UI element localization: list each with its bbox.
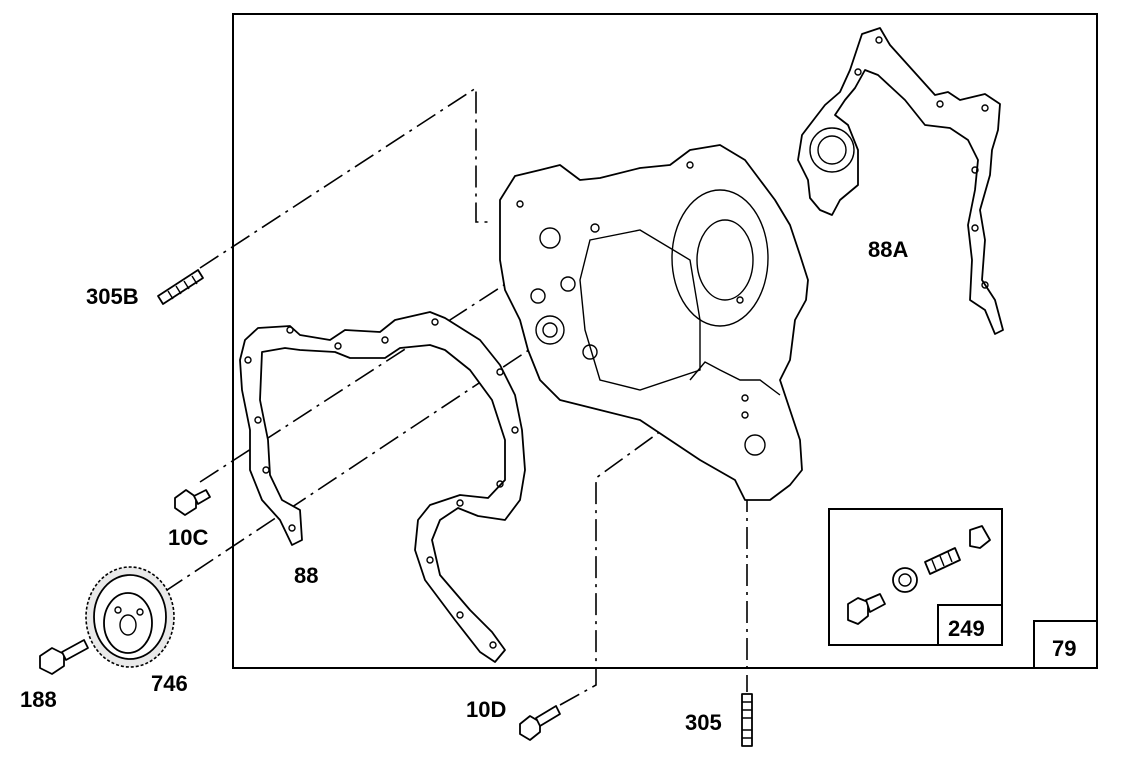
callout-10D: 10D <box>466 697 507 722</box>
page-ref-79: 79 <box>1052 636 1077 661</box>
callout-249: 249 <box>948 616 985 641</box>
callout-188: 188 <box>20 687 57 712</box>
stud-305 <box>741 693 753 747</box>
callout-10C: 10C <box>168 525 209 550</box>
callout-88A: 88A <box>868 237 909 262</box>
callout-305B: 305B <box>86 284 139 309</box>
stud-305B <box>157 269 204 305</box>
callout-305: 305 <box>685 710 722 735</box>
main-frame <box>232 13 1098 669</box>
callout-88: 88 <box>294 563 319 588</box>
bolt-10D <box>519 705 561 741</box>
callout-746: 746 <box>151 671 188 696</box>
bolt-10C <box>174 489 211 516</box>
bolt-188 <box>39 639 89 675</box>
inset-kit-249-parts <box>847 525 991 625</box>
inset-kit-frame <box>828 508 1003 646</box>
gasket-88A <box>797 27 1004 335</box>
gasket-88 <box>239 311 526 663</box>
front-cover-housing <box>499 144 809 501</box>
inset-ref-box <box>937 604 1003 646</box>
gear-746 <box>85 566 175 668</box>
page-ref-box <box>1033 620 1098 669</box>
